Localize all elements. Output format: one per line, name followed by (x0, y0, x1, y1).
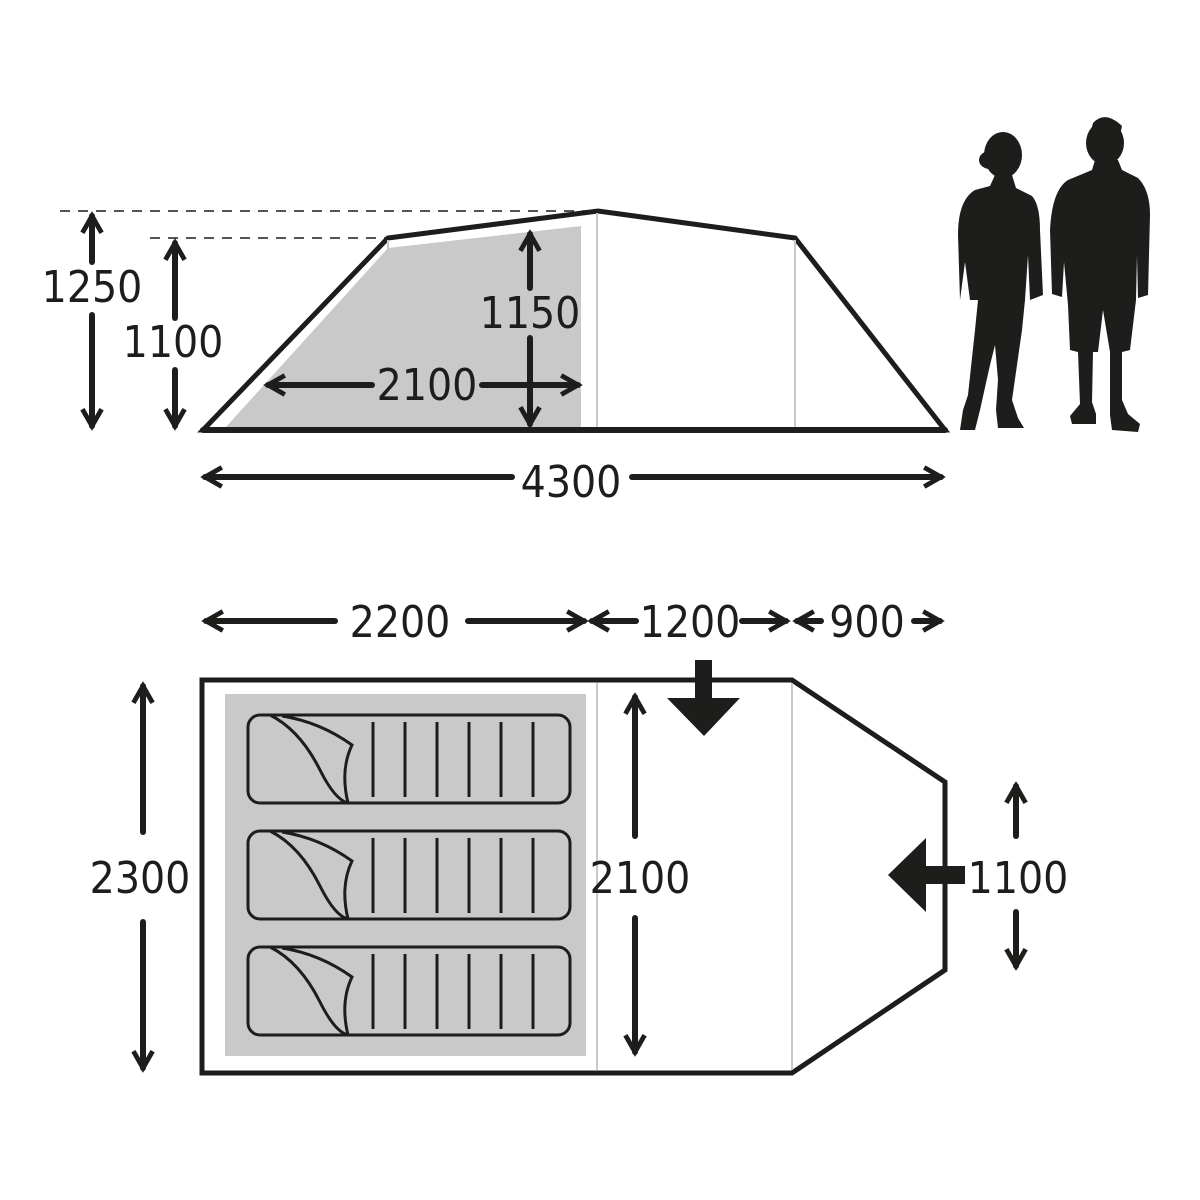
woman-silhouette-icon (958, 132, 1043, 430)
side-height-label: 1100 (123, 317, 224, 368)
side-door-arrow-icon (667, 660, 740, 736)
side-view: 1250 1100 1150 2100 4300 (42, 208, 951, 508)
inner-length-label: 2100 (377, 360, 478, 411)
sleeping-bags (246, 713, 572, 1037)
total-height-label: 1250 (42, 262, 143, 313)
sleeping-bag-icon (246, 829, 572, 921)
total-width-label: 2300 (90, 853, 191, 904)
sleeping-bag-icon (246, 945, 572, 1037)
total-length-label: 4300 (521, 457, 622, 508)
inner-tent-area (225, 226, 581, 428)
inner-width-label: 2100 (590, 853, 691, 904)
porch-length-label: 900 (829, 597, 905, 648)
middle-length-label: 1200 (640, 597, 741, 648)
front-door-arrow-icon (888, 838, 965, 912)
floor-plan: 2200 1200 900 (90, 597, 1069, 1076)
inner-height-label: 1150 (480, 288, 581, 339)
door-width-label: 1100 (968, 853, 1069, 904)
man-silhouette-icon (1050, 117, 1150, 432)
bedroom-length-label: 2200 (350, 597, 451, 648)
sleeping-bag-icon (246, 713, 572, 805)
people-silhouettes (958, 117, 1150, 432)
